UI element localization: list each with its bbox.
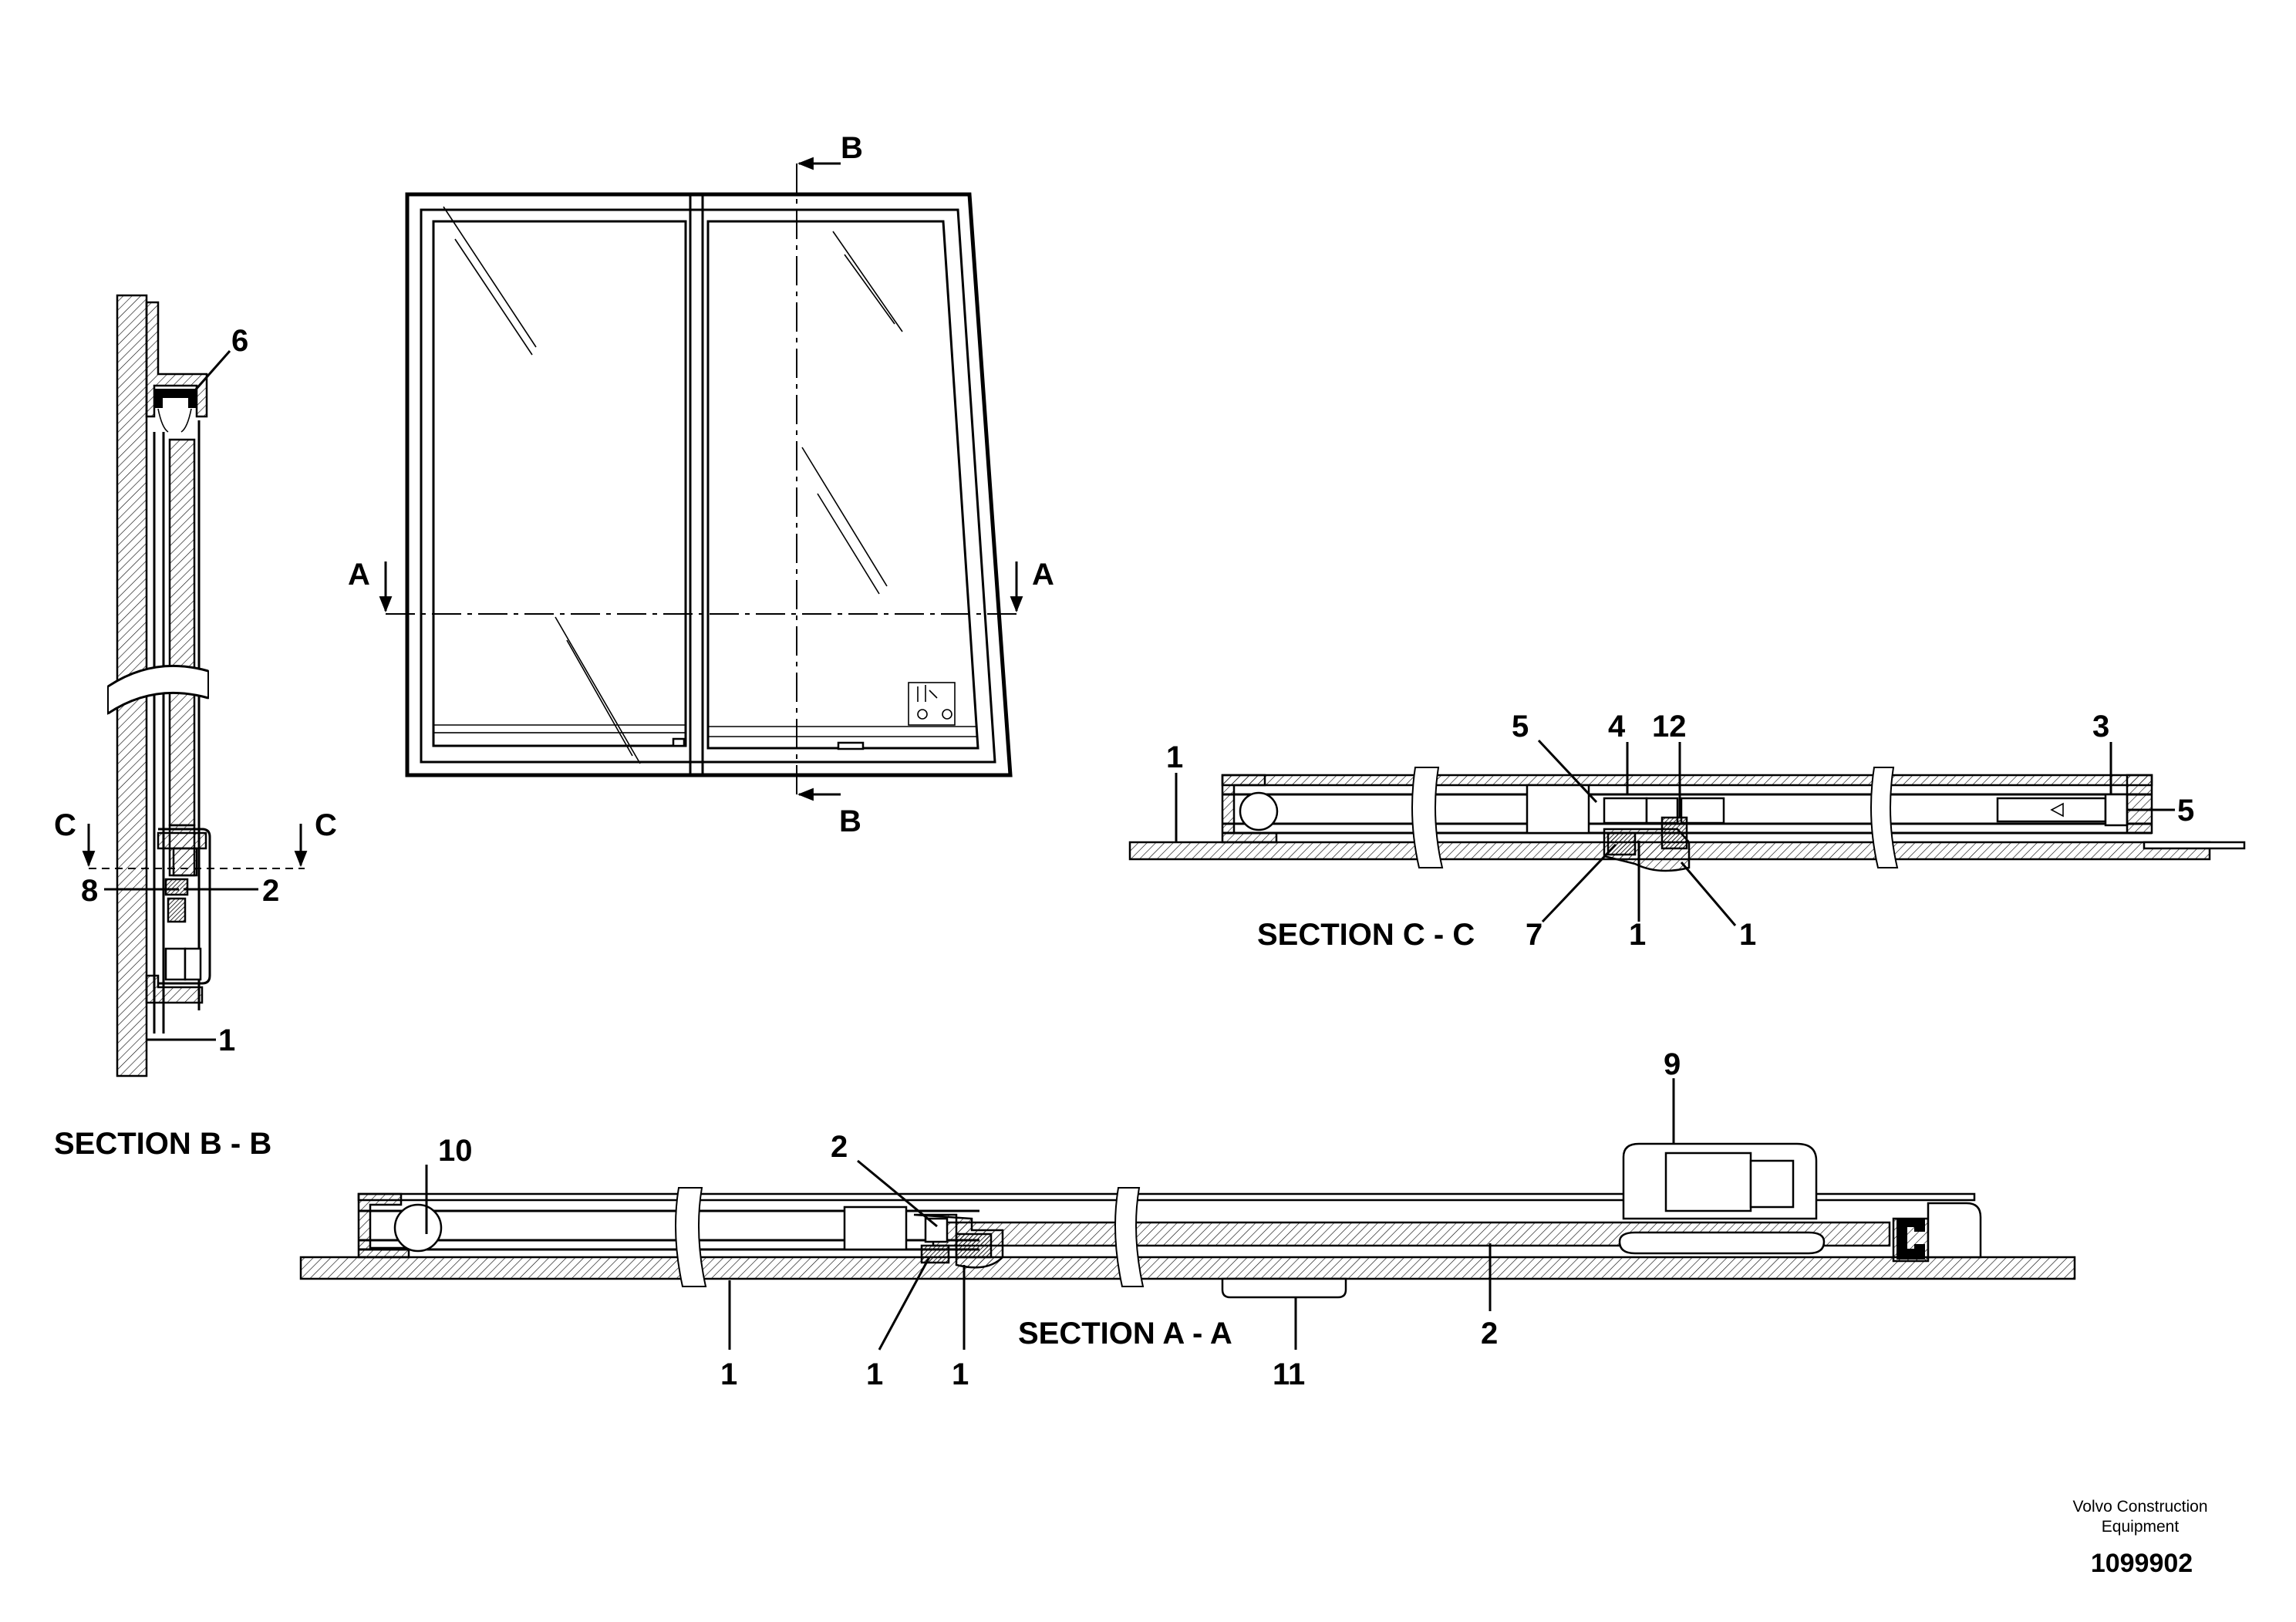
title-block: Volvo Construction Equipment 1099902 <box>2072 1498 2207 1578</box>
callout-b-6: 6 <box>231 324 248 358</box>
marker-a-right: A <box>1032 558 1054 592</box>
document-number: 1099902 <box>2091 1549 2193 1578</box>
callout-a-11: 11 <box>1273 1357 1305 1391</box>
section-c-c-view: 1 5 4 12 3 5 7 1 1 SECTION C - C <box>1128 710 2246 952</box>
section-b-title: SECTION B - B <box>54 1127 271 1161</box>
section-a-a-view: 10 2 9 1 1 1 11 2 SECTION A - A <box>299 1047 2076 1391</box>
right-glass-pane <box>706 220 979 750</box>
callout-a-1-right: 1 <box>952 1357 969 1391</box>
window-front-view: A A B B <box>348 131 1054 838</box>
company-name-line2: Equipment <box>2102 1518 2180 1536</box>
section-line-b: B B <box>796 131 863 838</box>
callout-a-1-mid: 1 <box>866 1357 883 1391</box>
section-line-a: A A <box>348 558 1054 615</box>
callout-c-7: 7 <box>1526 918 1542 952</box>
callout-a-1-left: 1 <box>720 1357 737 1391</box>
callout-c-1-left: 1 <box>1166 740 1183 774</box>
marker-c-right: C <box>315 808 337 842</box>
marker-b-bottom: B <box>839 804 861 838</box>
callout-a-9: 9 <box>1664 1047 1681 1081</box>
section-c-title: SECTION C - C <box>1257 918 1475 952</box>
latch-detail <box>908 682 956 726</box>
marker-b-top: B <box>841 131 863 165</box>
marker-a-left: A <box>348 558 370 592</box>
marker-c-left: C <box>54 808 76 842</box>
callout-a-10: 10 <box>438 1134 473 1168</box>
company-name-line1: Volvo Construction <box>2072 1498 2207 1516</box>
section-a-title: SECTION A - A <box>1018 1317 1232 1351</box>
callout-c-12: 12 <box>1652 710 1687 744</box>
section-b-b-view: C C 6 8 2 1 SECTION B - B <box>54 294 337 1161</box>
callout-a-2-top: 2 <box>831 1130 848 1164</box>
callout-c-1-right: 1 <box>1739 918 1756 952</box>
handle-9 <box>1622 1142 1818 1220</box>
callout-c-5: 5 <box>1512 710 1529 744</box>
callout-c-1-mid: 1 <box>1629 918 1646 952</box>
callout-c-3: 3 <box>2092 710 2109 744</box>
callout-b-2: 2 <box>262 874 279 908</box>
left-glass-pane <box>432 206 687 764</box>
callout-b-8: 8 <box>81 874 98 908</box>
callout-a-2-bottom: 2 <box>1481 1317 1498 1351</box>
callout-b-1: 1 <box>218 1023 235 1057</box>
callout-c-4: 4 <box>1608 710 1626 744</box>
callout-c-5-right: 5 <box>2177 794 2194 828</box>
